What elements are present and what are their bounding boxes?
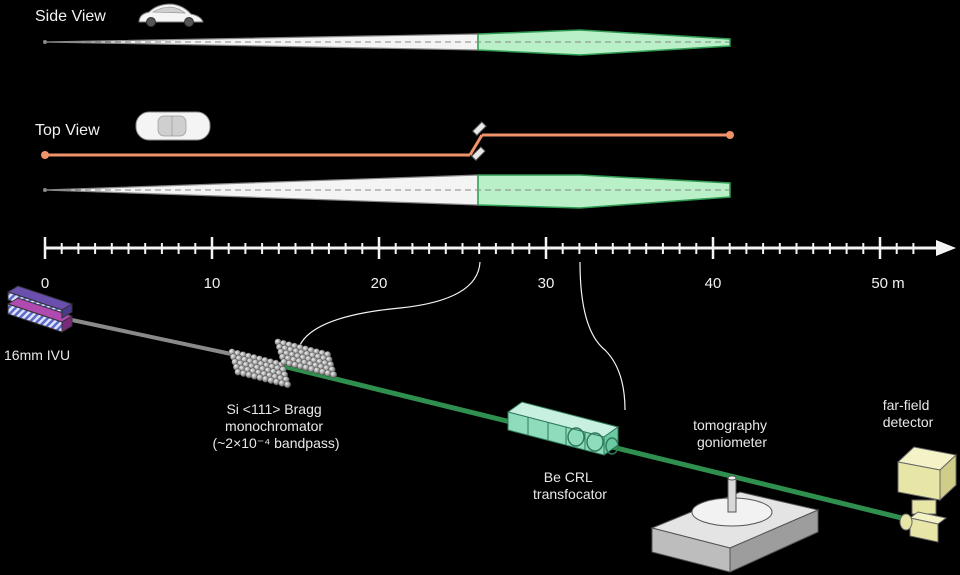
mono-label-line-1: Si <111> Bragg [226, 401, 321, 417]
tick-label-50: 50 m [871, 275, 904, 292]
car-side-icon [138, 3, 204, 27]
crl-label-line-2: transfocator [533, 486, 607, 502]
detector-label-line-2: detector [883, 414, 934, 430]
detector-label-line-1: far-field [883, 397, 930, 413]
tick-label-40: 40 [705, 275, 722, 292]
side-view-beam [43, 29, 731, 56]
crl-label: Be CRL transfocator [533, 469, 607, 502]
top-view-label: Top View [35, 122, 100, 139]
top-view-offset-beam [41, 131, 734, 159]
mono-label-line-2: monochromator [225, 418, 323, 434]
beamline-gray [71, 318, 251, 360]
monochromator-label: Si <111> Bragg monochromator (~2×10⁻⁴ ba… [212, 401, 339, 451]
crystal-sphere [330, 371, 338, 379]
goniometer-icon [650, 475, 820, 573]
source-label-line: 16mm IVU [4, 347, 70, 363]
side-view-label: Side View [35, 8, 106, 25]
crl-callout-line [579, 261, 626, 411]
monochromator-icon [228, 338, 338, 389]
tick-label-20: 20 [371, 275, 388, 292]
tick-label-0: 0 [41, 275, 49, 292]
mono-callout-line [299, 261, 481, 346]
mono-label-line-3: (~2×10⁻⁴ bandpass) [212, 435, 339, 451]
gonio-label-line-2: goniometer [697, 434, 767, 450]
top-view-beam [43, 174, 731, 209]
tick-label-10: 10 [204, 275, 221, 292]
car-top-icon [135, 111, 211, 141]
gonio-label-line-1: tomography [693, 417, 767, 433]
crystal-sphere [284, 381, 292, 389]
source-label: 16mm IVU [4, 347, 70, 363]
crl-label-line-1: Be CRL [544, 469, 593, 485]
distance-axis: 0 10 20 30 40 50 m [41, 237, 956, 292]
detector-label: far-field detector [883, 397, 934, 430]
undulator-icon [6, 285, 74, 333]
detector-icon [896, 446, 958, 543]
tick-label-30: 30 [538, 275, 555, 292]
crl-transfocator-icon [506, 401, 620, 456]
mirror-icon [470, 121, 487, 162]
goniometer-label: tomography goniometer [693, 417, 771, 450]
